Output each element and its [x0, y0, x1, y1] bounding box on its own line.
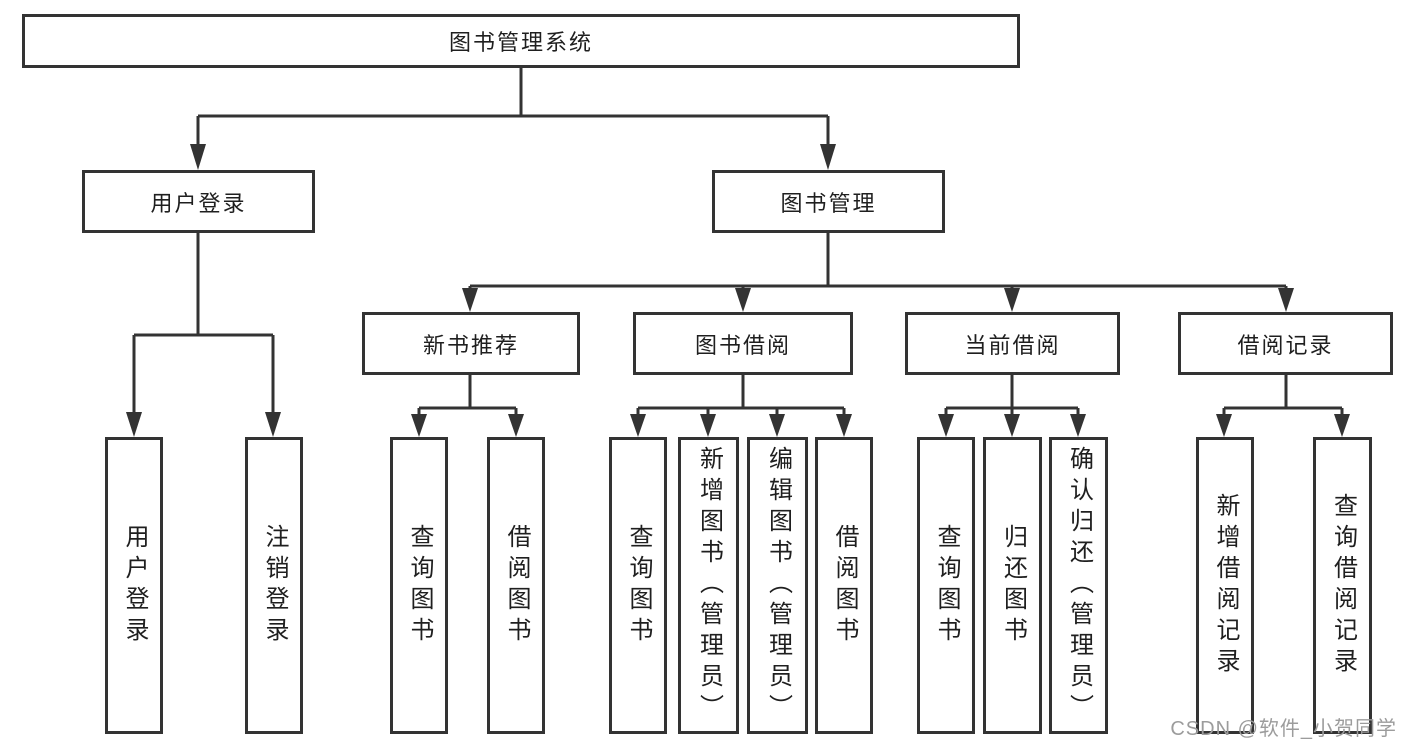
leaf-borrow-books-recommend: 借阅图书	[487, 437, 545, 734]
node-label: 新增借阅记录	[1212, 492, 1239, 679]
node-label: 归还图书	[999, 523, 1027, 648]
node-label: 查询图书	[625, 523, 652, 648]
leaf-edit-books-admin: 编辑图书（管理员）	[747, 437, 808, 734]
leaf-query-books-current: 查询图书	[917, 437, 975, 734]
node-label: 图书管理系统	[448, 30, 593, 55]
node-label: 注销登录	[261, 523, 288, 648]
leaf-logout: 注销登录	[245, 437, 303, 734]
node-label: 图书借阅	[694, 332, 791, 358]
node-borrowing-records: 借阅记录	[1178, 312, 1393, 375]
node-book-management-branch: 图书管理	[712, 170, 945, 233]
node-label: 借阅图书	[831, 523, 858, 648]
node-library-management-system: 图书管理系统	[22, 14, 1020, 68]
csdn-watermark: CSDN @软件_小贺同学	[1170, 718, 1397, 740]
node-label: 图书管理	[780, 190, 877, 216]
leaf-return-books: 归还图书	[983, 437, 1042, 734]
arrowheads	[126, 144, 1350, 437]
node-user-login-branch: 用户登录	[82, 170, 315, 233]
node-label: 用户登录	[150, 190, 247, 216]
node-label: 新书推荐	[422, 332, 519, 358]
node-label: 借阅图书	[503, 523, 530, 648]
node-label: 用户登录	[121, 523, 148, 648]
node-label: 确认归还（管理员）	[1065, 446, 1093, 725]
node-book-borrowing: 图书借阅	[633, 312, 853, 375]
leaf-user-login: 用户登录	[105, 437, 163, 734]
leaf-borrow-books: 借阅图书	[815, 437, 873, 734]
node-label: 新增图书（管理员）	[695, 446, 723, 725]
node-new-book-recommend: 新书推荐	[362, 312, 580, 375]
node-current-borrowing: 当前借阅	[905, 312, 1120, 375]
node-label: 查询图书	[933, 523, 960, 648]
leaf-add-books-admin: 新增图书（管理员）	[678, 437, 739, 734]
node-label: 当前借阅	[964, 332, 1061, 358]
leaf-query-books-recommend: 查询图书	[390, 437, 448, 734]
node-label: 编辑图书（管理员）	[764, 446, 792, 725]
leaf-query-books-borrow: 查询图书	[609, 437, 667, 734]
node-label: 查询图书	[406, 523, 433, 648]
leaf-confirm-return-admin: 确认归还（管理员）	[1049, 437, 1108, 734]
leaf-add-borrow-record: 新增借阅记录	[1196, 437, 1254, 734]
node-label: 查询借阅记录	[1329, 492, 1357, 679]
leaf-query-borrow-record: 查询借阅记录	[1313, 437, 1372, 734]
node-label: 借阅记录	[1237, 332, 1334, 358]
